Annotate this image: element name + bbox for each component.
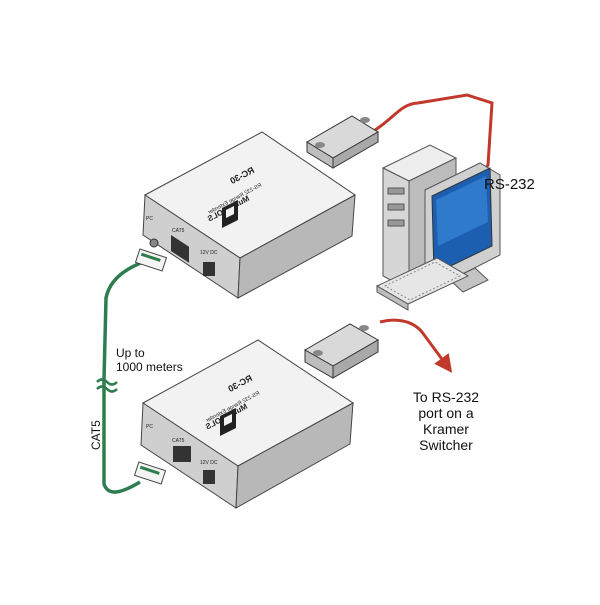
cat5-cable bbox=[102, 260, 144, 494]
bottom-db9-connector bbox=[303, 323, 380, 379]
bottom-device-cat5-label: CAT5 bbox=[172, 438, 185, 444]
bottom-device-power-label: 12V DC bbox=[200, 460, 218, 466]
top-db9-connector bbox=[306, 115, 379, 169]
destination-label-line2: port on a bbox=[418, 405, 473, 421]
top-extender-device: RC-30 RS-232 Range Extender MultiTOOLS P… bbox=[142, 131, 356, 299]
pc-monitor bbox=[424, 162, 501, 293]
top-device-power-port bbox=[203, 262, 215, 276]
bottom-rj45-plug bbox=[133, 461, 167, 485]
cable-break-symbol bbox=[96, 378, 118, 393]
destination-label-line1: To RS-232 bbox=[413, 389, 479, 405]
top-device-power-label: 12V DC bbox=[200, 250, 218, 256]
destination-label-line3: Kramer bbox=[423, 421, 469, 437]
bottom-device-pc-label: PC bbox=[146, 424, 153, 430]
top-device-cat5-label: CAT5 bbox=[172, 228, 185, 234]
destination-label-line4: Switcher bbox=[419, 437, 473, 453]
top-device-status-led bbox=[149, 238, 159, 248]
top-device-pc-label: PC bbox=[146, 216, 153, 222]
pc-keyboard bbox=[375, 257, 470, 311]
bottom-extender-device: RC-30 RS-232 Range Extender MultiTOOLS P… bbox=[140, 339, 354, 509]
bottom-device-power-port bbox=[203, 470, 215, 484]
distance-label-line2: 1000 meters bbox=[116, 360, 183, 374]
top-rj45-plug bbox=[134, 248, 168, 272]
rs232-cable-to-pc bbox=[371, 93, 494, 179]
top-device-cat5-port bbox=[171, 235, 189, 263]
bottom-device-cat5-port bbox=[173, 446, 191, 462]
distance-label-line1: Up to bbox=[116, 346, 145, 360]
rs232-label: RS-232 bbox=[484, 176, 535, 193]
rs232-cable-to-switcher bbox=[379, 318, 453, 373]
cat5-cable-label: CAT5 bbox=[89, 420, 103, 450]
